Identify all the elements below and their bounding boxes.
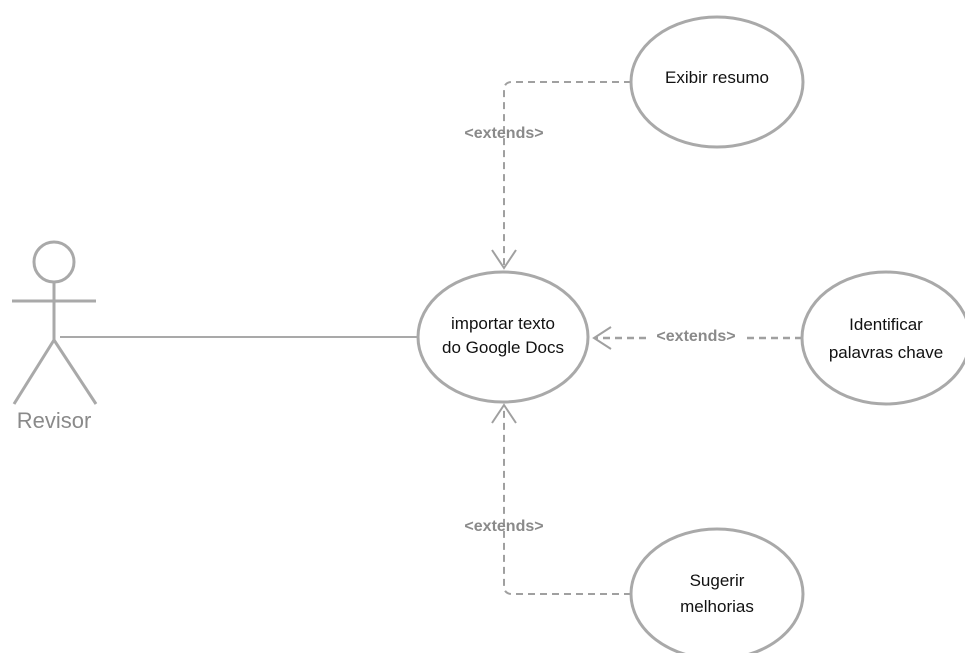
use-case-import-line-1: importar texto [451,314,555,333]
extend-keywords-arrowhead [592,326,612,350]
use-case-summary-ellipse [629,15,805,149]
extend-keywords-label-bg [646,326,746,348]
extend-summary-arrowhead [491,249,517,270]
extend-improvements-arrowhead [491,403,517,424]
extend-keywords-label: <extends> [656,328,735,345]
use-case-improvements-ellipse [629,527,805,653]
extend-improvements-label: <extends> [464,518,543,535]
actor-left-leg [12,339,56,405]
use-case-keywords[interactable]: Identificar palavras chave [800,270,965,406]
actor-revisor[interactable]: Revisor [12,240,98,433]
use-case-keywords-line-1: Identificar [849,315,923,334]
use-case-keywords-line-2: palavras chave [829,343,943,362]
use-case-summary[interactable]: Exibir resumo [629,15,805,149]
extend-summary-label: <extends> [464,125,543,142]
use-case-import[interactable]: importar texto do Google Docs [416,270,590,404]
use-case-summary-line-1: Exibir resumo [665,68,769,87]
extend-improvements-path [503,408,631,595]
actor-head [32,240,76,284]
use-case-improvements[interactable]: Sugerir melhorias [629,527,805,653]
use-case-import-line-2: do Google Docs [442,338,564,357]
use-case-import-ellipse [416,270,590,404]
use-case-improvements-line-1: Sugerir [690,571,745,590]
extend-keywords-connector [592,326,802,350]
extend-summary-connector [491,81,631,270]
use-case-improvements-line-2: melhorias [680,597,754,616]
actor-label: Revisor [17,408,92,433]
actor-right-leg [52,339,98,405]
use-case-keywords-ellipse [800,270,965,406]
extend-improvements-connector [491,403,631,595]
extend-summary-path [503,81,631,265]
